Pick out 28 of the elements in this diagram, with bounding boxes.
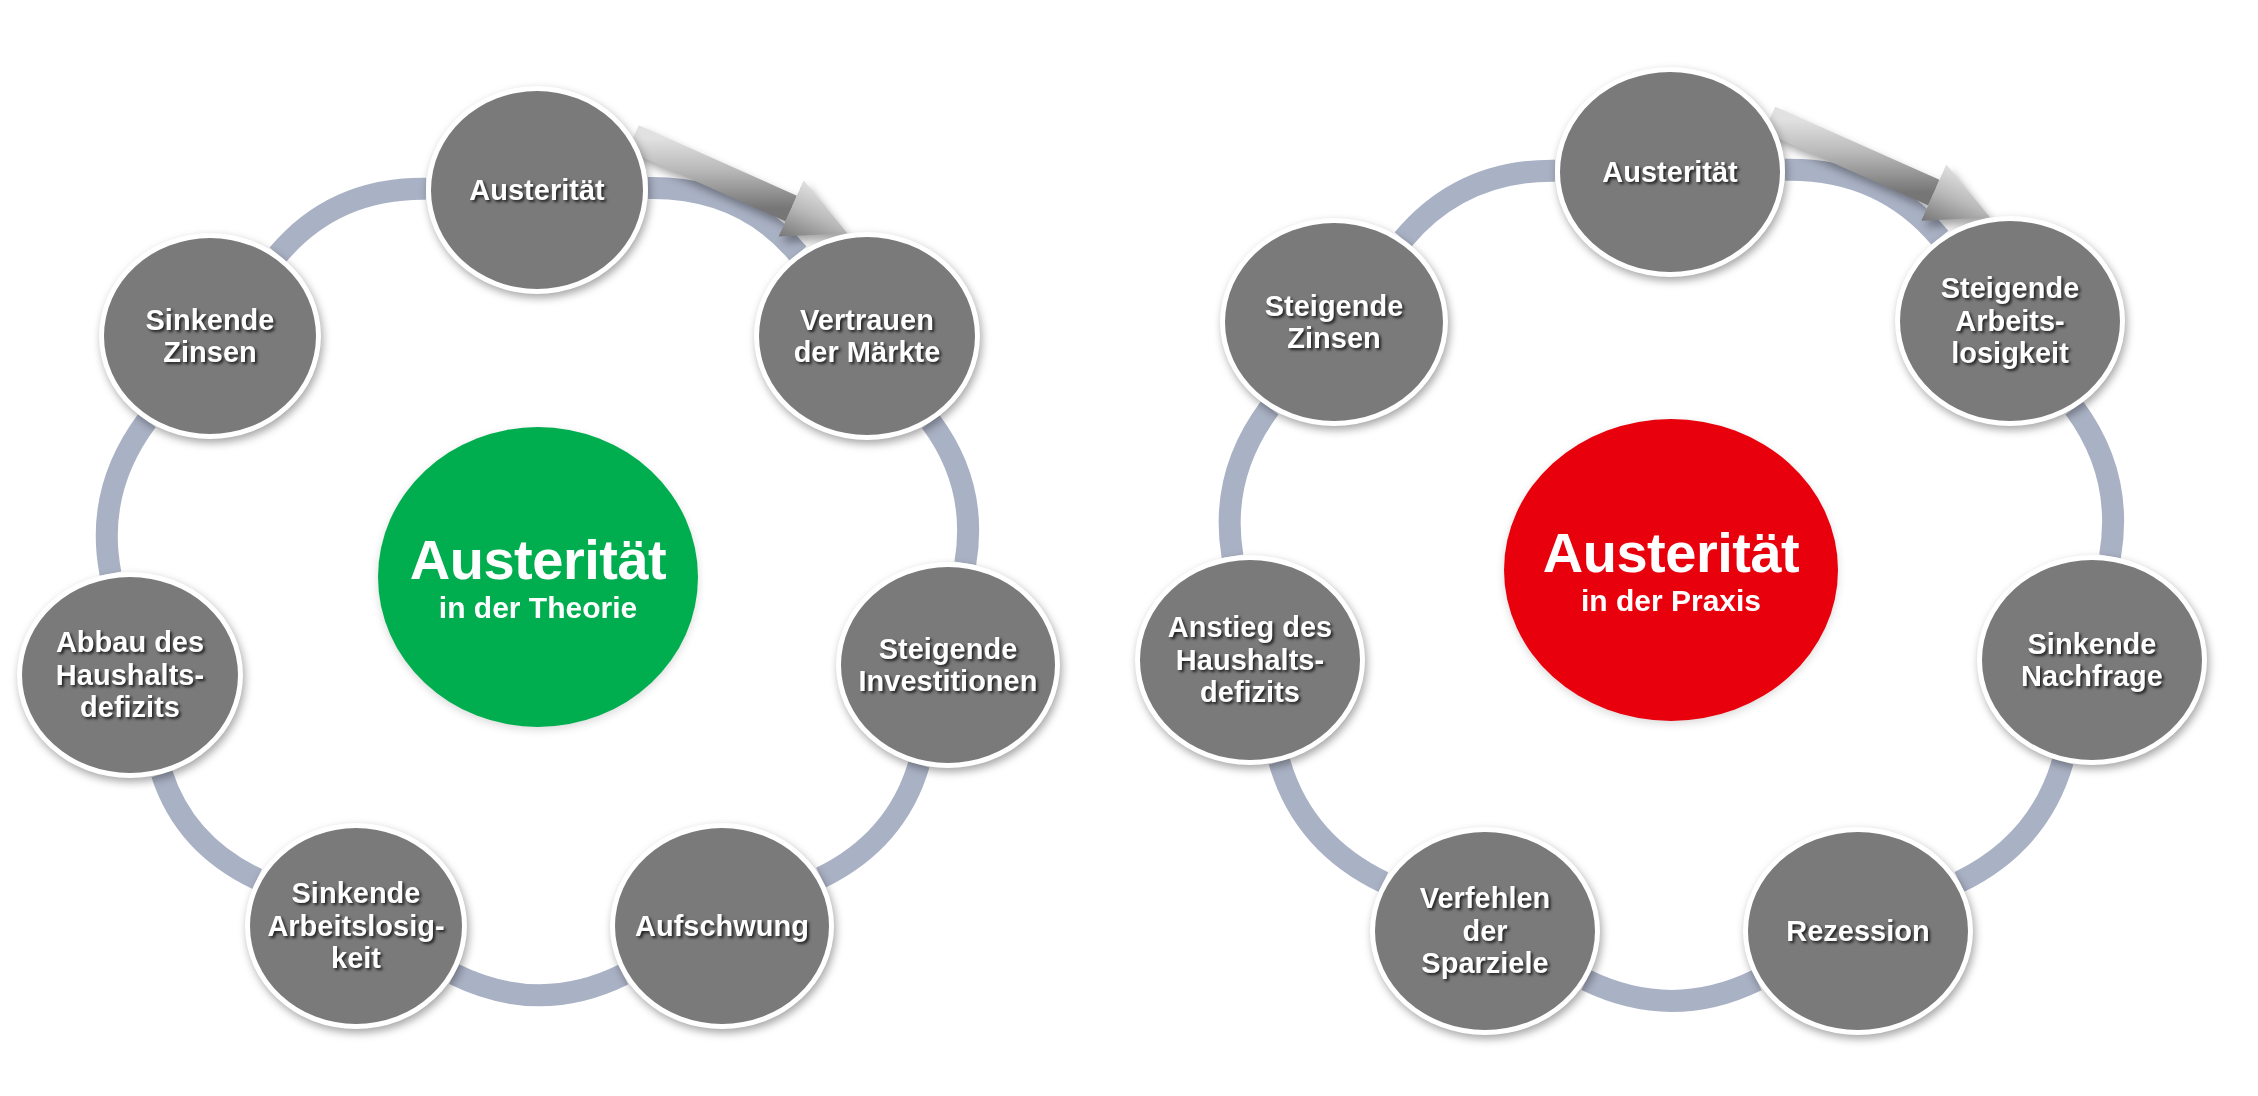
connector-arc [1581,970,1762,1012]
connector-arc [269,177,427,262]
hub-title: Austerität [1542,521,1800,584]
connector-arc [449,964,628,1007]
step-label: Austerität [1602,155,1738,189]
step-label: Steigende Investitionen [857,632,1039,698]
step-label: Sinkende Zinsen [144,303,276,369]
connector-arc [1218,401,1279,558]
hub-subtitle: in der Theorie [438,590,638,626]
step-label: Rezession [1786,914,1930,948]
step-label: Aufschwung [635,909,809,943]
step-label: Abbau des Haushalts- defizits [54,626,206,724]
step-label: Sinkende Arbeitslosig- keit [266,877,446,975]
connector-arc [95,414,156,576]
connector-arc [1395,159,1556,247]
step-label: Steigende Arbeits- losigkeit [1939,272,2081,370]
step-label: Anstieg des Haushalts- defizits [1166,611,1334,709]
connector-arc [815,761,930,888]
connector-arc [2065,401,2125,558]
hub-title: Austerität [409,528,667,591]
hub-subtitle: in der Praxis [1580,583,1762,619]
step-label: Vertrauen der Märkte [792,303,942,369]
connector-arc [921,415,980,565]
step-label: Steigende Zinsen [1263,289,1405,355]
step-label: Sinkende Nachfrage [2020,627,2164,693]
connector-arc [647,177,807,261]
step-label: Austerität [469,173,605,207]
step-label: Verfehlen der Sparziele [1418,882,1552,980]
